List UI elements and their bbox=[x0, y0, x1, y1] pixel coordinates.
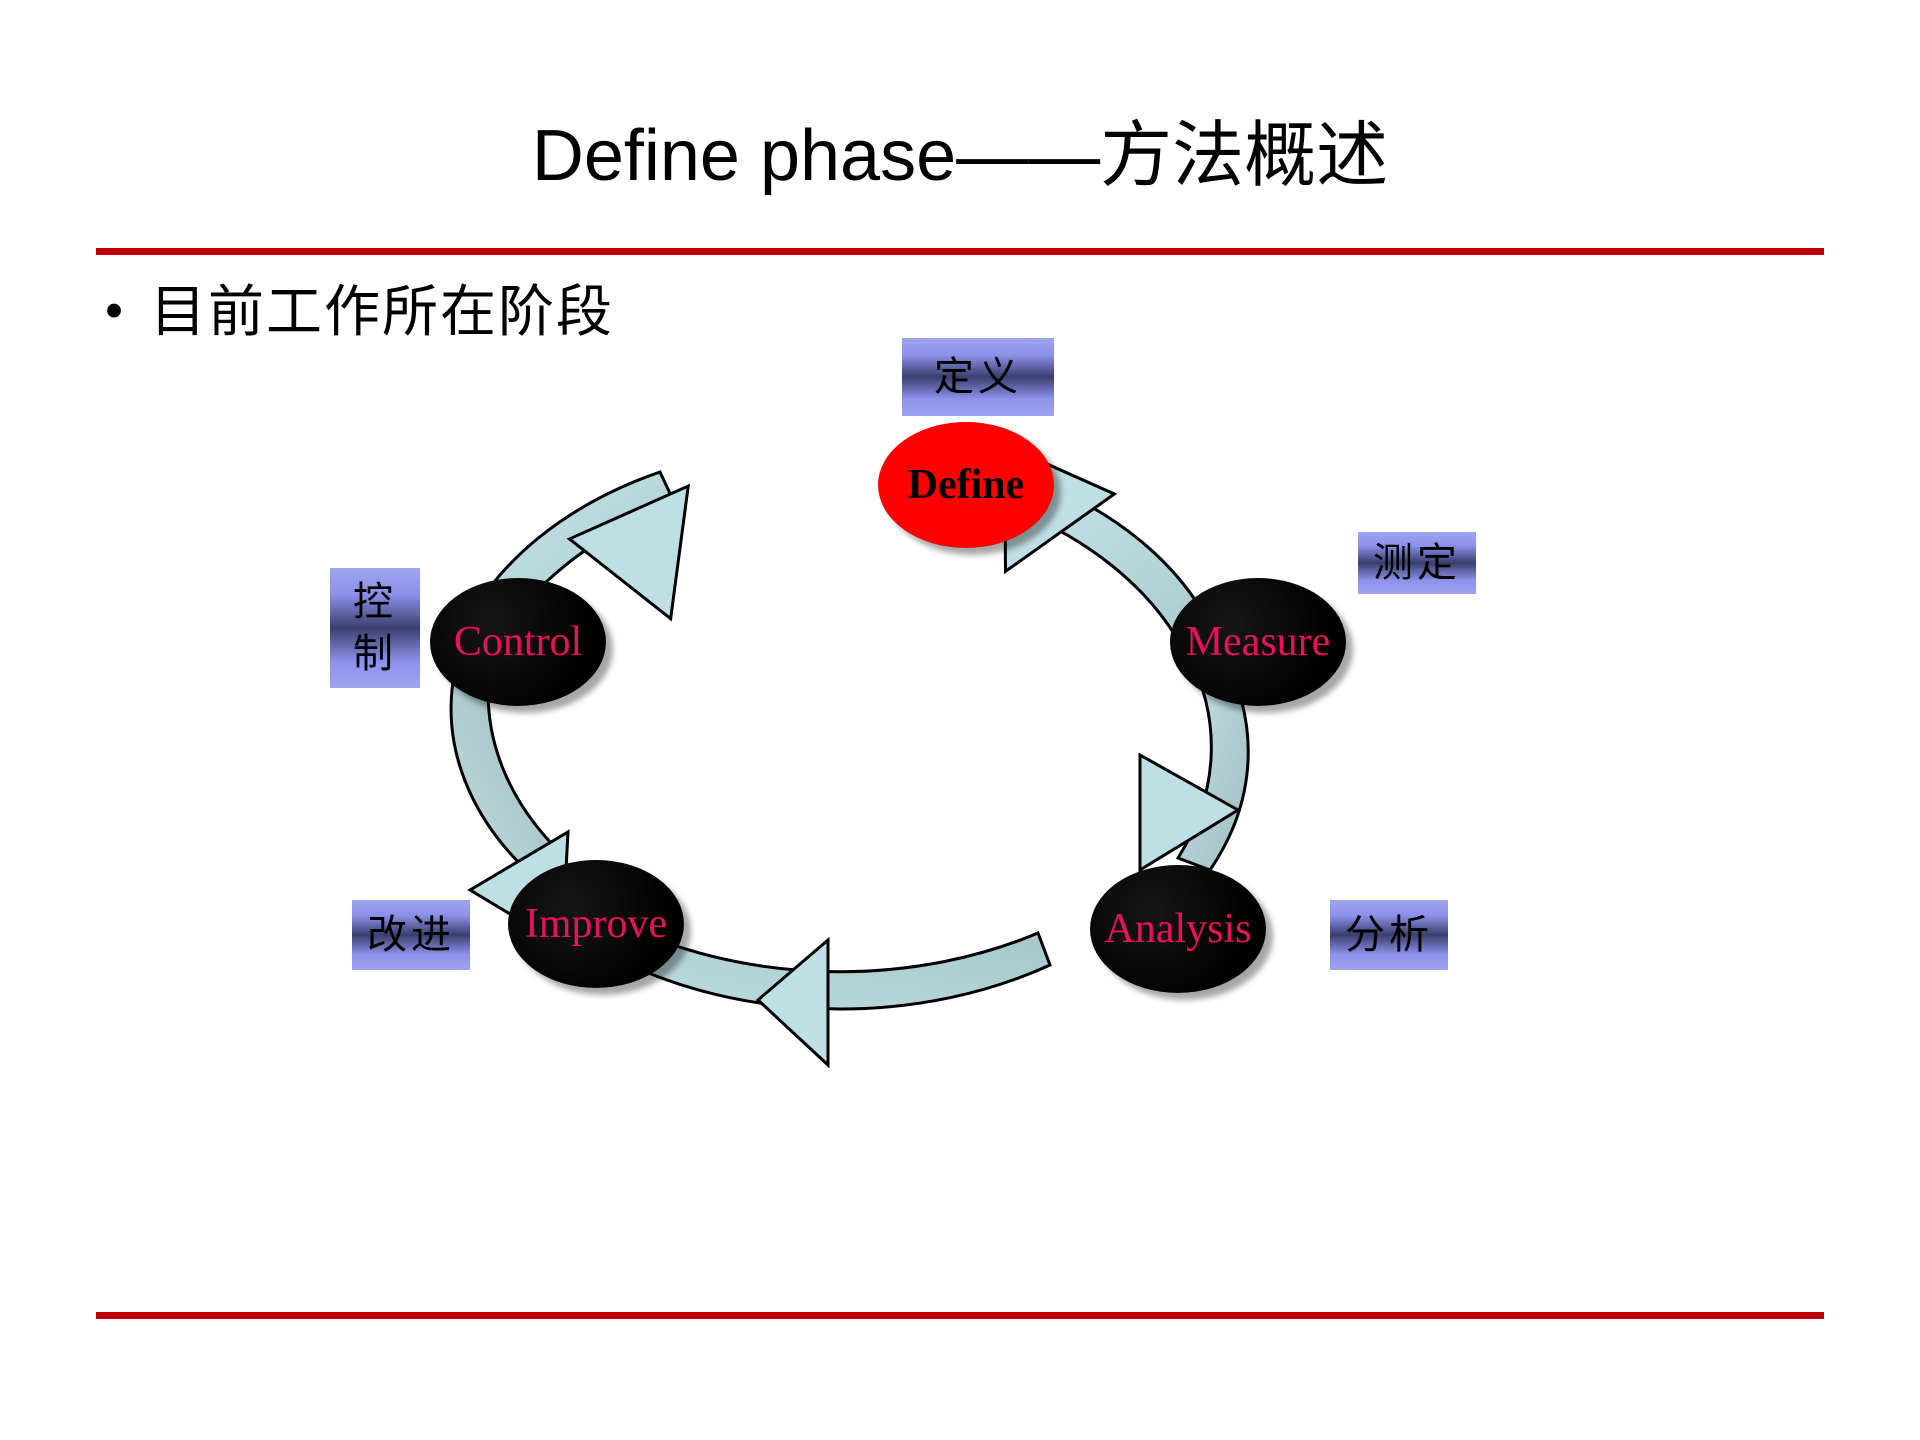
plaque-improve-label: 改进 bbox=[367, 912, 455, 958]
node-analysis[interactable]: Analysis bbox=[1090, 865, 1266, 993]
plaque-control-label-line2: 制 bbox=[353, 631, 397, 677]
plaque-define-label: 定义 bbox=[934, 354, 1022, 400]
plaque-improve: 改进 bbox=[352, 900, 470, 970]
plaque-control-label-line1: 控 bbox=[353, 579, 397, 625]
bullet-marker-icon: • bbox=[103, 278, 125, 343]
node-measure-label: Measure bbox=[1185, 619, 1331, 665]
plaque-control: 控 制 bbox=[330, 568, 420, 688]
node-improve[interactable]: Improve bbox=[508, 860, 684, 988]
node-control[interactable]: Control bbox=[430, 578, 606, 706]
plaque-analysis-label: 分析 bbox=[1345, 912, 1433, 958]
node-define[interactable]: Define bbox=[878, 422, 1054, 548]
dmaic-cycle-diagram: Define Measure Analysis Improve Control … bbox=[330, 338, 1590, 1290]
node-improve-label: Improve bbox=[524, 901, 668, 947]
plaque-define: 定义 bbox=[902, 338, 1054, 416]
footer-divider-bottom bbox=[96, 1312, 1824, 1319]
node-define-label: Define bbox=[907, 462, 1025, 508]
plaque-measure: 测定 bbox=[1358, 532, 1476, 594]
bullet-item: • 目前工作所在阶段 bbox=[78, 280, 614, 346]
plaque-analysis: 分析 bbox=[1330, 900, 1448, 970]
plaque-measure-label: 测定 bbox=[1373, 540, 1461, 586]
page-title: Define phase——方法概述 bbox=[531, 116, 1389, 196]
node-control-label: Control bbox=[453, 619, 583, 665]
title-divider-top bbox=[96, 248, 1824, 255]
node-measure[interactable]: Measure bbox=[1170, 578, 1346, 706]
bullet-text: 目前工作所在阶段 bbox=[150, 280, 614, 345]
arc-analysis-to-improve bbox=[628, 931, 1052, 1069]
node-analysis-label: Analysis bbox=[1104, 906, 1252, 952]
